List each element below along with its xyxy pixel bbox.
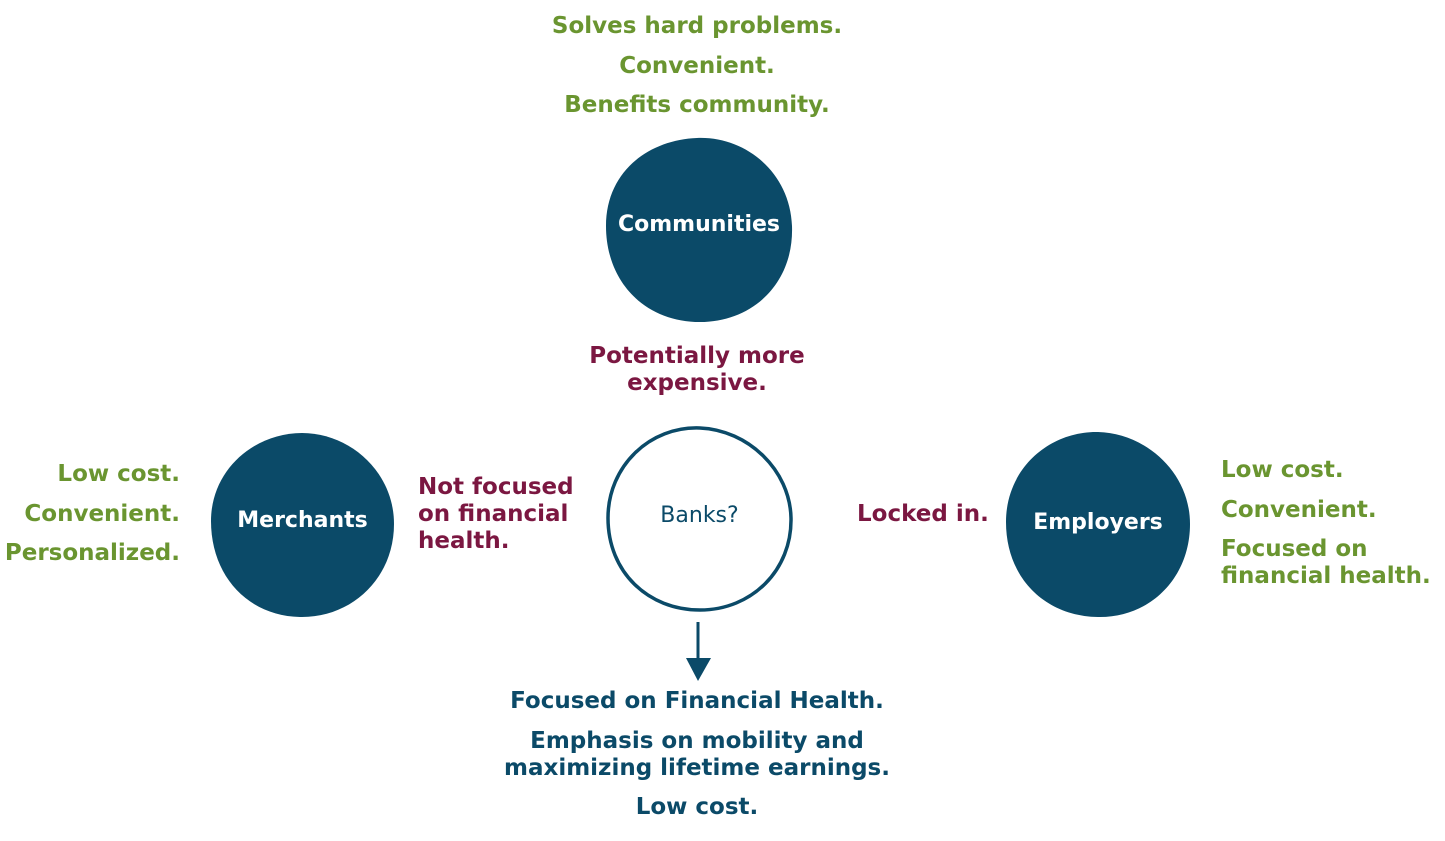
communities-pro-3: Benefits community. bbox=[564, 92, 830, 118]
employers-label: Employers bbox=[1033, 510, 1163, 535]
merchants-label: Merchants bbox=[237, 508, 368, 533]
employers-pro-2: Convenient. bbox=[1221, 497, 1377, 523]
merchants-con-line-1: Not focused bbox=[418, 474, 574, 500]
communities-label: Communities bbox=[617, 212, 781, 237]
merchants-pro-2: Convenient. bbox=[24, 501, 180, 527]
communities-con-line-1: Potentially more bbox=[589, 343, 805, 369]
merchants-pro-1: Low cost. bbox=[57, 461, 180, 487]
banks-outcome-3: Low cost. bbox=[635, 794, 759, 820]
banks-arrow-head bbox=[686, 658, 711, 681]
merchants-node bbox=[211, 433, 394, 618]
communities-pro-2: Convenient. bbox=[619, 53, 775, 79]
merchants-con-line-3: health. bbox=[418, 528, 510, 554]
employers-pro-3-line-1: Focused on bbox=[1221, 536, 1368, 562]
employers-con: Locked in. bbox=[857, 501, 989, 527]
employers-node bbox=[1006, 431, 1190, 618]
merchants-con-line-2: on financial bbox=[418, 501, 569, 527]
banks-label: Banks? bbox=[660, 503, 739, 528]
communities-node bbox=[606, 137, 793, 322]
banks-outcome-2-line-2: maximizing lifetime earnings. bbox=[504, 755, 890, 781]
communities-pro-1: Solves hard problems. bbox=[551, 13, 843, 39]
employers-pro-3-line-2: financial health. bbox=[1221, 563, 1431, 589]
banks-outcome-2-line-1: Emphasis on mobility and bbox=[530, 728, 864, 754]
banks-node bbox=[606, 426, 793, 612]
communities-con-line-2: expensive. bbox=[627, 370, 767, 396]
banks-outcome-1: Focused on Financial Health. bbox=[510, 688, 884, 714]
employers-pro-1: Low cost. bbox=[1221, 457, 1344, 483]
merchants-pro-3: Personalized. bbox=[4, 540, 180, 566]
